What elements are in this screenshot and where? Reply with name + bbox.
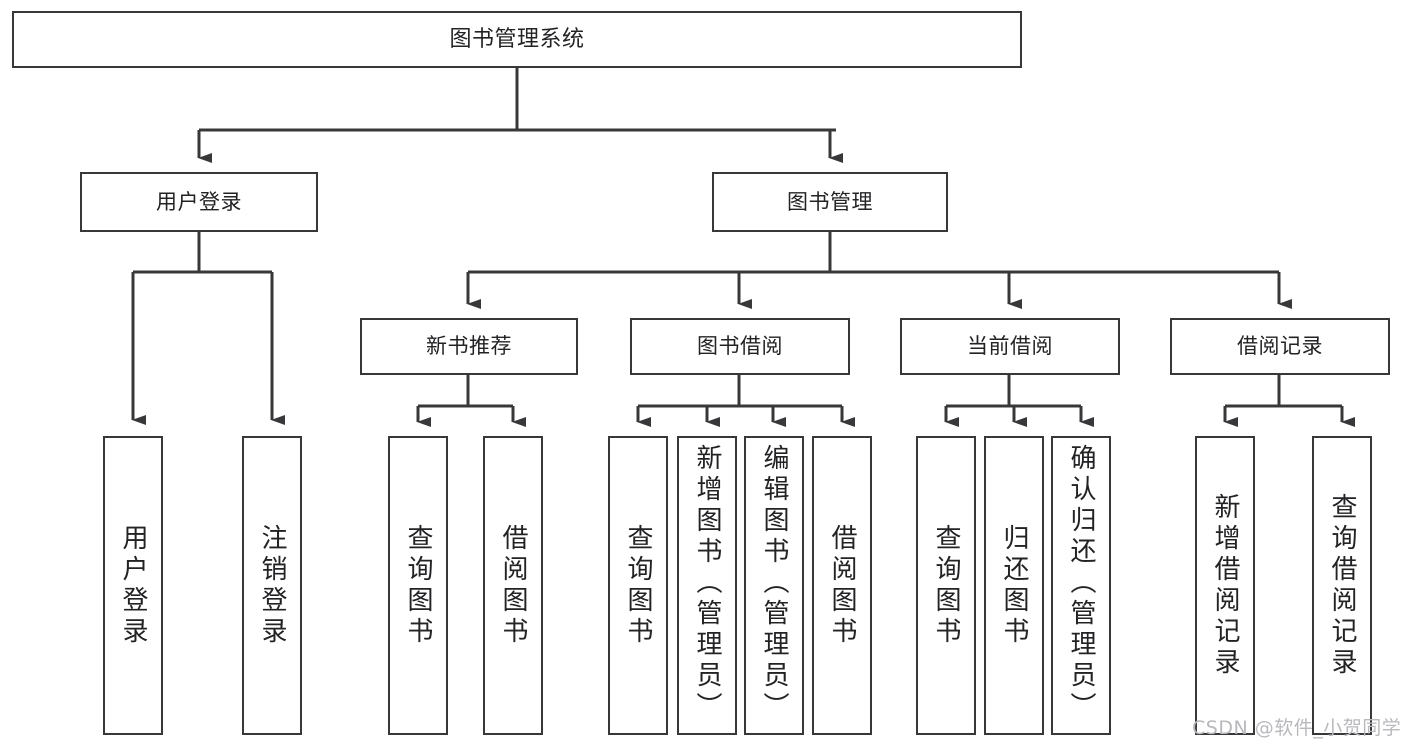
leaf-edit-book-admin[interactable]: 编辑图书（管理员） [744, 436, 804, 735]
leaf-add-borrow-record[interactable]: 新增借阅记录 [1195, 436, 1255, 735]
node-label: 图书借阅 [697, 334, 783, 359]
node-label: 新书推荐 [426, 334, 512, 359]
node-book-borrow[interactable]: 图书借阅 [630, 318, 850, 375]
node-root-system[interactable]: 图书管理系统 [12, 11, 1022, 68]
node-new-book-recommend[interactable]: 新书推荐 [360, 318, 578, 375]
node-label: 注销登录 [257, 523, 287, 648]
node-label: 图书管理 [787, 189, 873, 214]
leaf-query-borrow-record[interactable]: 查询借阅记录 [1312, 436, 1372, 735]
node-label: 当前借阅 [967, 334, 1053, 359]
leaf-add-book-admin[interactable]: 新增图书（管理员） [677, 436, 737, 735]
node-label: 新增图书（管理员） [692, 444, 722, 723]
node-label: 归还图书 [999, 523, 1029, 648]
node-label: 查询图书 [931, 523, 961, 648]
node-label: 用户登录 [156, 189, 242, 214]
node-label: 图书管理系统 [449, 26, 585, 52]
node-label: 查询借阅记录 [1327, 492, 1357, 679]
leaf-user-logout[interactable]: 注销登录 [242, 436, 302, 735]
node-book-manage[interactable]: 图书管理 [712, 172, 948, 232]
node-label: 借阅记录 [1237, 334, 1323, 359]
node-label: 借阅图书 [498, 523, 528, 648]
leaf-borrow-book-borrow[interactable]: 借阅图书 [812, 436, 872, 735]
leaf-query-book-recommend[interactable]: 查询图书 [388, 436, 448, 735]
node-label: 确认归还（管理员） [1066, 444, 1096, 723]
node-label: 新增借阅记录 [1210, 492, 1240, 679]
node-user-login[interactable]: 用户登录 [80, 172, 318, 232]
leaf-query-book-current[interactable]: 查询图书 [916, 436, 976, 735]
node-label: 用户登录 [118, 523, 148, 648]
leaf-return-book[interactable]: 归还图书 [984, 436, 1044, 735]
node-label: 借阅图书 [827, 523, 857, 648]
node-current-borrow[interactable]: 当前借阅 [900, 318, 1120, 375]
leaf-borrow-book-recommend[interactable]: 借阅图书 [483, 436, 543, 735]
leaf-confirm-return-admin[interactable]: 确认归还（管理员） [1051, 436, 1111, 735]
leaf-user-login[interactable]: 用户登录 [103, 436, 163, 735]
leaf-query-book-borrow[interactable]: 查询图书 [608, 436, 668, 735]
node-label: 查询图书 [403, 523, 433, 648]
node-label: 编辑图书（管理员） [759, 444, 789, 723]
node-borrow-record[interactable]: 借阅记录 [1170, 318, 1390, 375]
node-label: 查询图书 [623, 523, 653, 648]
